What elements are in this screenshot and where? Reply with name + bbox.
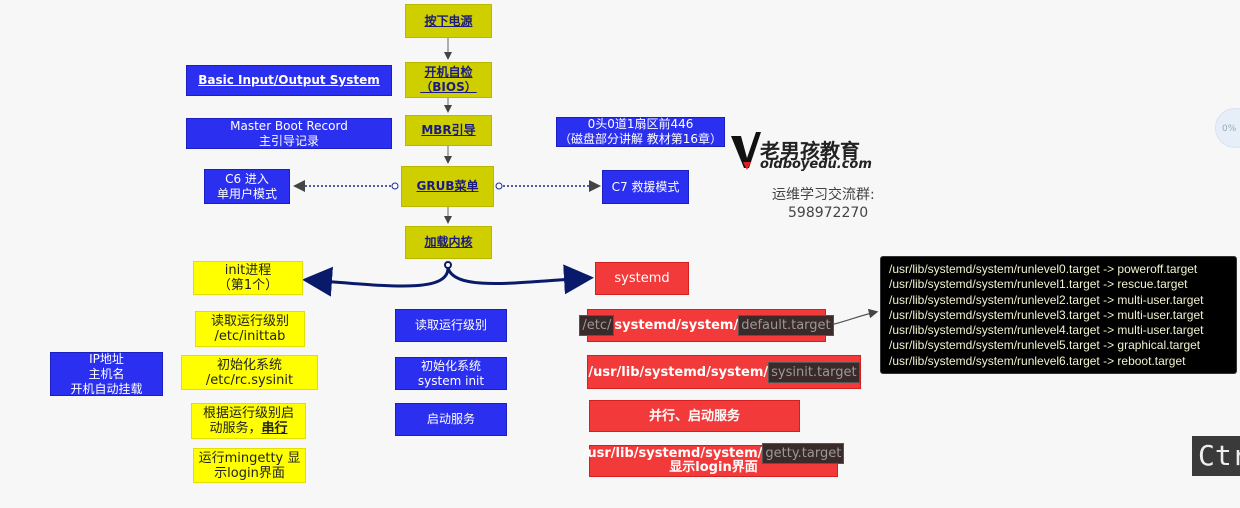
- mingetty-login: 运行mingetty 显 示login界面: [193, 448, 306, 483]
- oldboy-logo-icon: [731, 132, 761, 170]
- mbr-step: MBR引导: [405, 115, 492, 146]
- systemd-system-segment: systemd/system/: [614, 318, 739, 333]
- terminal-line: /usr/lib/systemd/system/runlevel3.target…: [889, 307, 1204, 322]
- grub-label: GRUB菜单: [416, 179, 479, 193]
- group-number: 598972270: [788, 205, 869, 221]
- terminal-line: /usr/lib/systemd/system/runlevel1.target…: [889, 277, 1188, 292]
- grub-step: GRUB菜单: [401, 166, 494, 207]
- rc-sysinit: 初始化系统 /etc/rc.sysinit: [181, 355, 318, 390]
- logo-url: oldboyedu.com: [760, 157, 872, 172]
- sysinit-path-segment: /usr/lib/systemd/system/: [588, 364, 769, 380]
- terminal-line: /usr/lib/systemd/system/runlevel5.target…: [889, 338, 1201, 353]
- ctrl-key-overlay: Ctr: [1192, 436, 1240, 476]
- c7-rescue: C7 救援模式: [602, 170, 689, 204]
- sysinit-target-box: /usr/lib/systemd/system/sysinit.target: [587, 355, 861, 389]
- default-target-segment: default.target: [738, 315, 834, 336]
- terminal-line: /usr/lib/systemd/system/runlevel6.target…: [889, 353, 1186, 368]
- serial-label: 串行: [261, 421, 288, 436]
- runlevel-terminal: /usr/lib/systemd/system/runlevel0.target…: [880, 256, 1237, 374]
- power-on-label: 按下电源: [424, 13, 473, 28]
- default-target-box: /etc/systemd/system/default.target: [579, 309, 834, 342]
- systemd-box: systemd: [595, 262, 689, 295]
- start-services-serial: 根据运行级别启 动服务，串行: [191, 403, 306, 439]
- kernel-step: 加载内核: [405, 226, 492, 259]
- parallel-services-box: 并行、启动服务: [589, 400, 800, 432]
- ip-hostname-mount-note: IP地址 主机名 开机自动挂载: [50, 352, 163, 396]
- getty-path-segment: /usr/lib/systemd/system/: [582, 446, 763, 461]
- progress-circle[interactable]: 0%: [1215, 108, 1240, 148]
- logo-brand: 老男孩教育: [760, 139, 860, 163]
- power-on-step: 按下电源: [405, 4, 492, 38]
- terminal-line: /usr/lib/systemd/system/runlevel2.target…: [889, 292, 1204, 307]
- getty-login-label: 显示login界面: [669, 460, 758, 475]
- mbr-label: MBR引导: [421, 123, 476, 137]
- bios-full-name: Basic Input/Output System: [186, 65, 392, 96]
- start-services-mid: 启动服务: [395, 403, 507, 436]
- terminal-line: /usr/lib/systemd/system/runlevel4.target…: [889, 323, 1204, 338]
- read-runlevel-c6: 读取运行级别 /etc/inittab: [195, 311, 305, 347]
- disk-note: 0头0道1扇区前446 （磁盘部分讲解 教材第16章）: [556, 117, 725, 147]
- qq-group-info: 运维学习交流群: 598972270: [772, 186, 875, 222]
- system-init-mid: 初始化系统 system init: [395, 357, 507, 390]
- start-services-text: 根据运行级别启 动服务，: [202, 406, 294, 436]
- getty-target-segment: getty.target: [762, 443, 845, 464]
- sysinit-target-segment: sysinit.target: [768, 361, 860, 383]
- mbr-full-name: Master Boot Record 主引导记录: [186, 118, 392, 149]
- init-process: init进程 （第1个）: [193, 261, 303, 295]
- group-label: 运维学习交流群:: [772, 187, 875, 203]
- terminal-line: /usr/lib/systemd/system/runlevel0.target…: [889, 262, 1198, 276]
- c6-single-user: C6 进入 单用户模式: [204, 169, 290, 204]
- kernel-label: 加载内核: [424, 235, 473, 249]
- bios-step: 开机自检 （BIOS）: [405, 62, 492, 98]
- bios-label: 开机自检 （BIOS）: [420, 65, 477, 94]
- etc-segment: /etc/: [579, 315, 615, 336]
- read-runlevel-mid: 读取运行级别: [395, 309, 507, 342]
- getty-target-box: /usr/lib/systemd/system/getty.target 显示l…: [583, 443, 845, 477]
